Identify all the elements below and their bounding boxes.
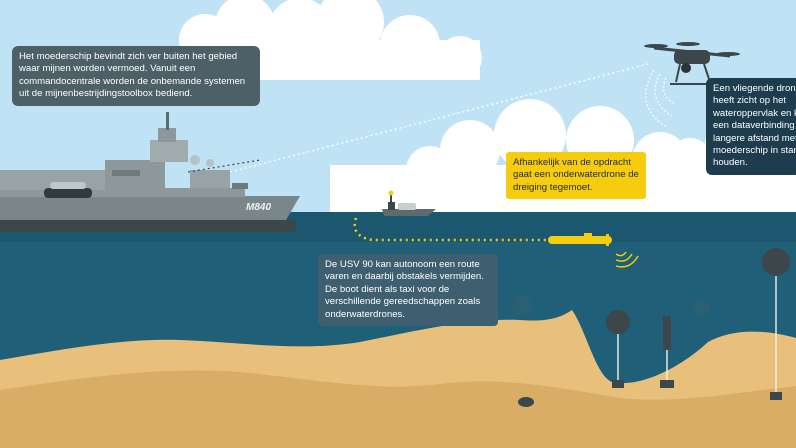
ship-hull-number: M840 — [246, 202, 271, 213]
sonar-waves — [615, 251, 639, 268]
mine-bottom-2 — [660, 316, 674, 388]
callout-drone-text: Een vliegende drone heeft zicht op het w… — [713, 83, 796, 169]
callout-underwater-drone: Afhankelijk van de opdracht gaat een ond… — [506, 152, 646, 200]
mothership — [0, 112, 300, 232]
mine-faded-1 — [512, 295, 532, 315]
seabed-shadow — [0, 370, 796, 448]
mine-seabed — [518, 397, 534, 407]
mine-bottom-1 — [606, 310, 630, 388]
data-link — [229, 63, 649, 173]
mine-faded-2 — [694, 300, 710, 316]
callout-mothership: Het moederschip bevindt zich ver buiten … — [12, 46, 260, 106]
drone-signal-waves — [645, 69, 677, 129]
callout-usv: De USV 90 kan autonoom een route varen e… — [318, 254, 498, 327]
usv-boat — [382, 190, 436, 216]
mine-moored — [762, 248, 790, 400]
flying-drone — [644, 42, 740, 85]
callout-drone: Een vliegende drone heeft zicht op het w… — [706, 78, 796, 175]
underwater-drone — [548, 233, 612, 246]
